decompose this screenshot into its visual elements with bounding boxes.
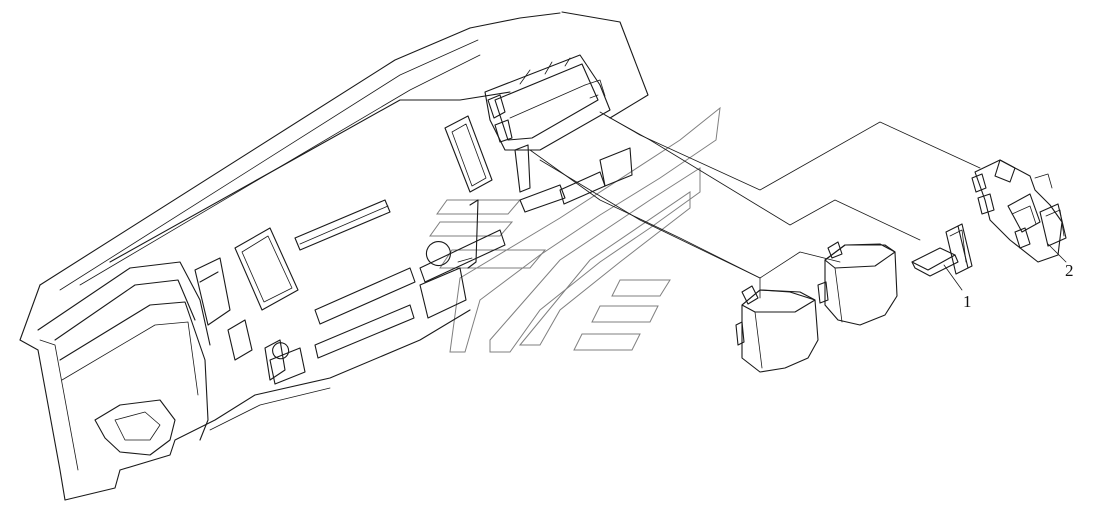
harness-leader-lines xyxy=(529,111,981,299)
relay-upper xyxy=(817,241,898,326)
callout-2-label: 2 xyxy=(1065,261,1074,280)
part-2-connector-block xyxy=(971,159,1067,263)
callout-2-leader xyxy=(1047,243,1067,263)
dashboard-panel xyxy=(19,11,649,501)
part-1-bracket xyxy=(911,223,973,277)
callout-1-leader xyxy=(943,264,963,291)
relay-lower xyxy=(735,285,819,373)
callout-1-label: 1 xyxy=(963,292,972,311)
watermark-logo xyxy=(429,106,721,353)
